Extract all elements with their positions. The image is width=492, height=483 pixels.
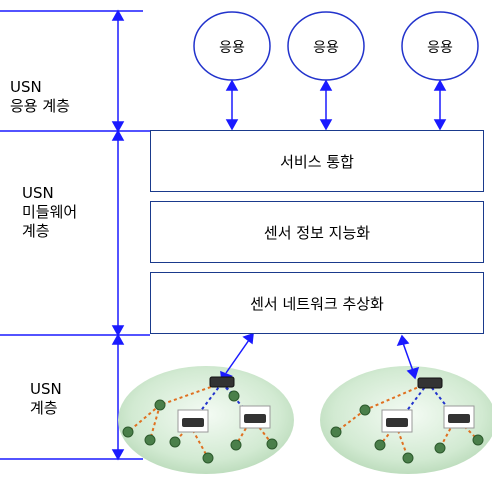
router-icon (448, 414, 470, 423)
right-network-nodes (330, 377, 484, 464)
application-layer-label: USN 응용 계층 (10, 78, 70, 115)
layer-span-arrows (111, 9, 125, 461)
sensor-node-icon (230, 439, 242, 451)
sensor-node-icon (202, 452, 214, 464)
router-icon (417, 377, 443, 389)
app-circle-label-1: 응용 (219, 40, 245, 56)
sensor-node-icon (169, 436, 181, 448)
router-icon (182, 418, 204, 427)
application-circles (193, 11, 479, 81)
router-icon (386, 418, 408, 427)
sensor-node-icon (330, 426, 342, 438)
app-circle-label-3: 응용 (427, 40, 453, 56)
network-layer-label: USN 계층 (30, 380, 62, 417)
sensor-node-icon (144, 434, 156, 446)
middleware-layer-label: USN 미들웨어 계층 (22, 184, 78, 240)
router-icon (244, 414, 266, 423)
sensor-node-icon (154, 399, 166, 411)
sensor-node-icon (122, 426, 134, 438)
sensor-node-icon (266, 438, 278, 450)
app-links (225, 79, 447, 131)
sensor-node-icon (472, 434, 484, 446)
sensor-intelligence-box: 센서 정보 지능화 (150, 201, 484, 263)
sensor-node-icon (359, 404, 371, 416)
layer-boundaries (0, 10, 150, 460)
left-network-nodes (122, 376, 278, 464)
router-icon (209, 376, 235, 388)
sensor-node-icon (402, 452, 414, 464)
sensor-node-icon (374, 439, 386, 451)
sensor-node-icon (228, 390, 240, 402)
app-circle-label-2: 응용 (313, 40, 339, 56)
service-integration-box: 서비스 통합 (150, 130, 484, 192)
sensor-network-abstraction-box: 센서 네트워크 추상화 (150, 272, 484, 334)
sensor-node-icon (434, 442, 446, 454)
